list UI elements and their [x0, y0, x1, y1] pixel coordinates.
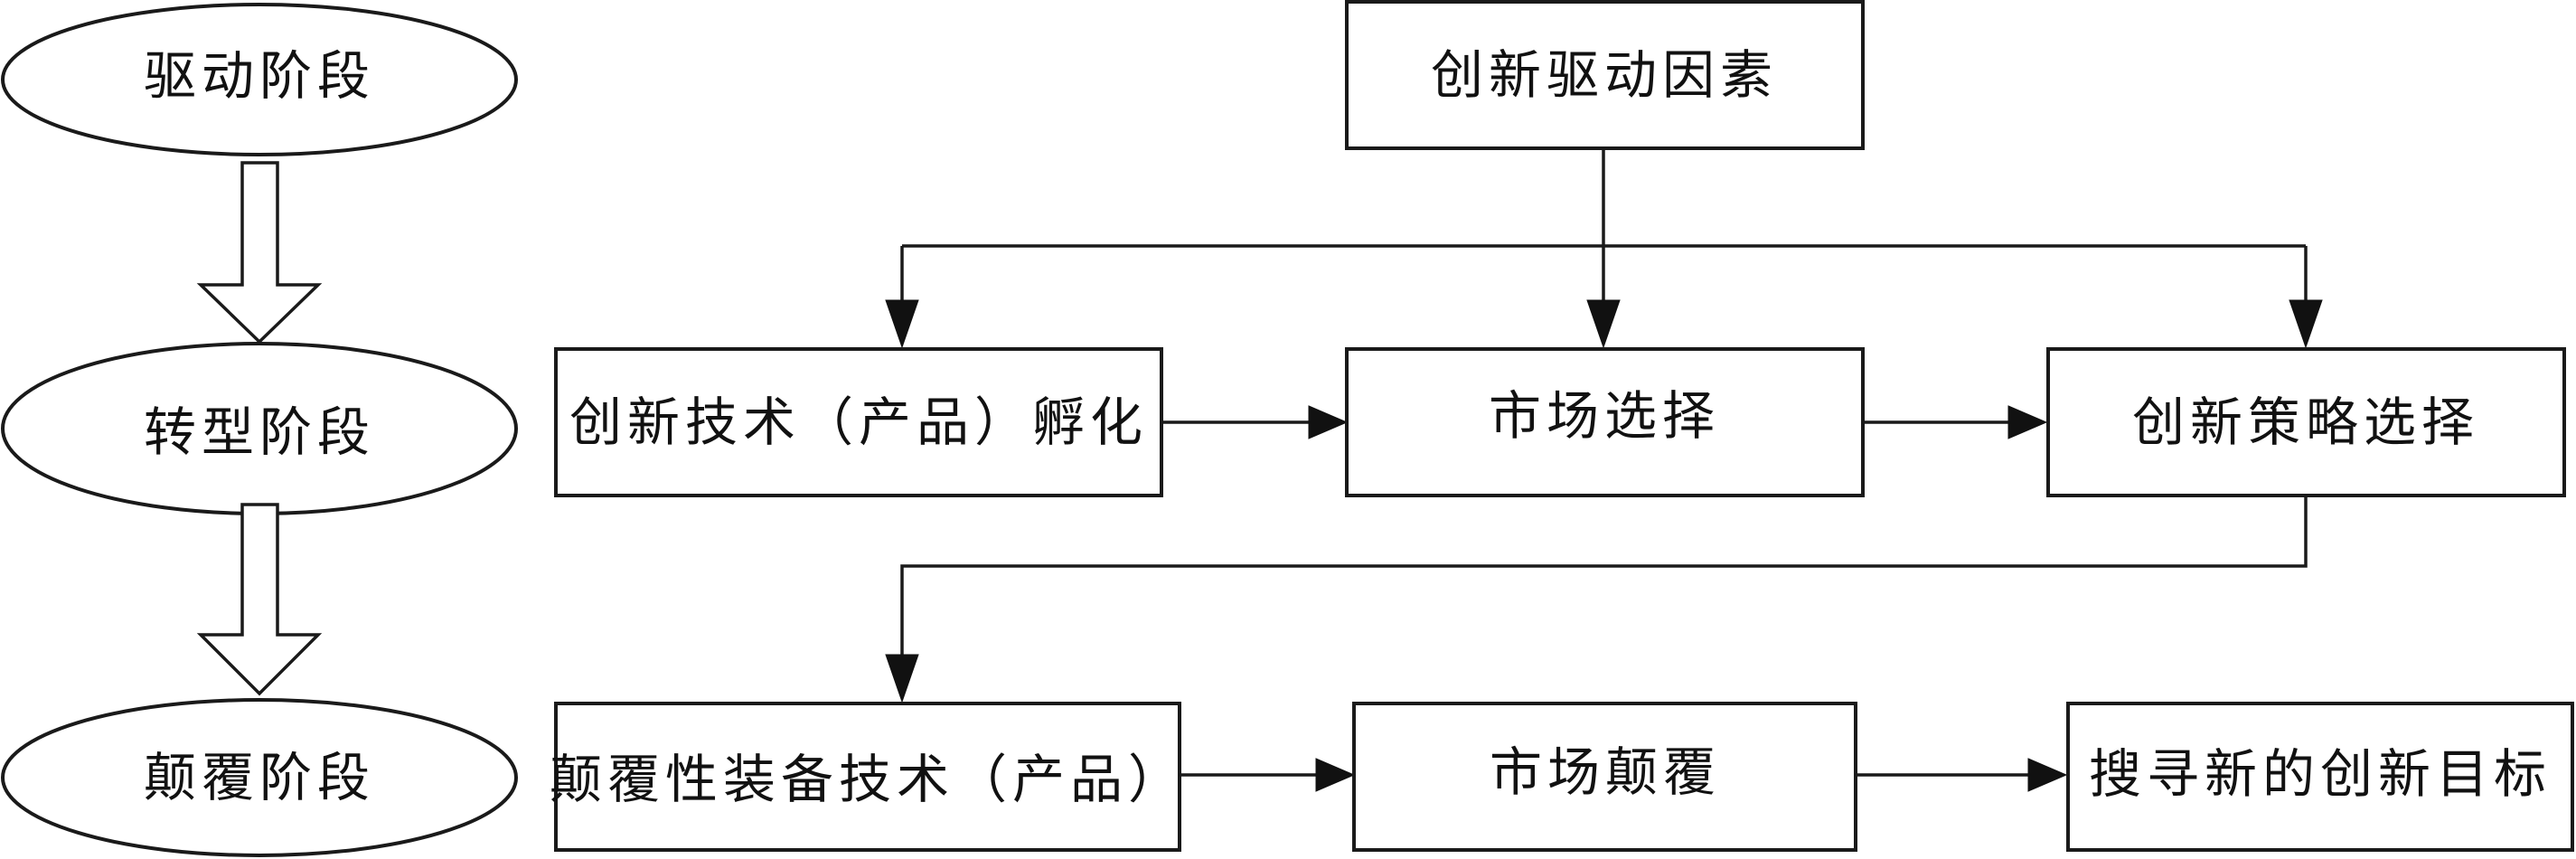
node-strategy-selection: 创新策略选择	[2046, 347, 2566, 497]
node-incubation: 创新技术（产品）孵化	[554, 347, 1163, 497]
arrowhead-row2-b	[2007, 405, 2048, 439]
node-drivers: 创新驱动因素	[1345, 0, 1865, 150]
arrowhead-incubation	[885, 299, 919, 349]
stage-driving-label: 驱动阶段	[144, 45, 375, 107]
stage-disruption-label: 颠覆阶段	[144, 747, 375, 808]
node-strategy-selection-label: 创新策略选择	[2132, 392, 2479, 453]
node-market-disruption: 市场颠覆	[1352, 702, 1857, 852]
stage-driving: 驱动阶段	[1, 3, 518, 156]
stage-transition: 转型阶段	[1, 342, 518, 515]
stage-arrow-1	[196, 161, 323, 345]
stage-transition-label: 转型阶段	[144, 401, 375, 463]
arrowhead-market-selection	[1586, 299, 1621, 349]
stage-disruption: 颠覆阶段	[1, 698, 518, 857]
node-disruptive-equipment: 颠覆性装备技术（产品）	[550, 702, 1186, 852]
arrowhead-strategy	[2289, 299, 2323, 349]
node-drivers-label: 创新驱动因素	[1431, 44, 1778, 106]
node-market-selection: 市场选择	[1345, 347, 1865, 497]
edge-strategy-to-equipment	[900, 496, 2308, 656]
arrowhead-row3-a	[1315, 758, 1356, 792]
arrowhead-equipment	[885, 654, 919, 703]
node-disruptive-equipment-label: 颠覆性装备技术（产品）	[550, 749, 1186, 810]
arrowhead-row3-b	[2027, 758, 2068, 792]
node-incubation-label: 创新技术（产品）孵化	[569, 392, 1148, 453]
arrowhead-row2-a	[1308, 405, 1349, 439]
node-market-selection-label: 市场选择	[1489, 385, 1720, 447]
node-new-goal: 搜寻新的创新目标	[2066, 702, 2574, 852]
node-new-goal-label: 搜寻新的创新目标	[2089, 743, 2552, 805]
node-market-disruption-label: 市场颠覆	[1490, 741, 1721, 803]
stage-arrow-2	[196, 503, 323, 696]
